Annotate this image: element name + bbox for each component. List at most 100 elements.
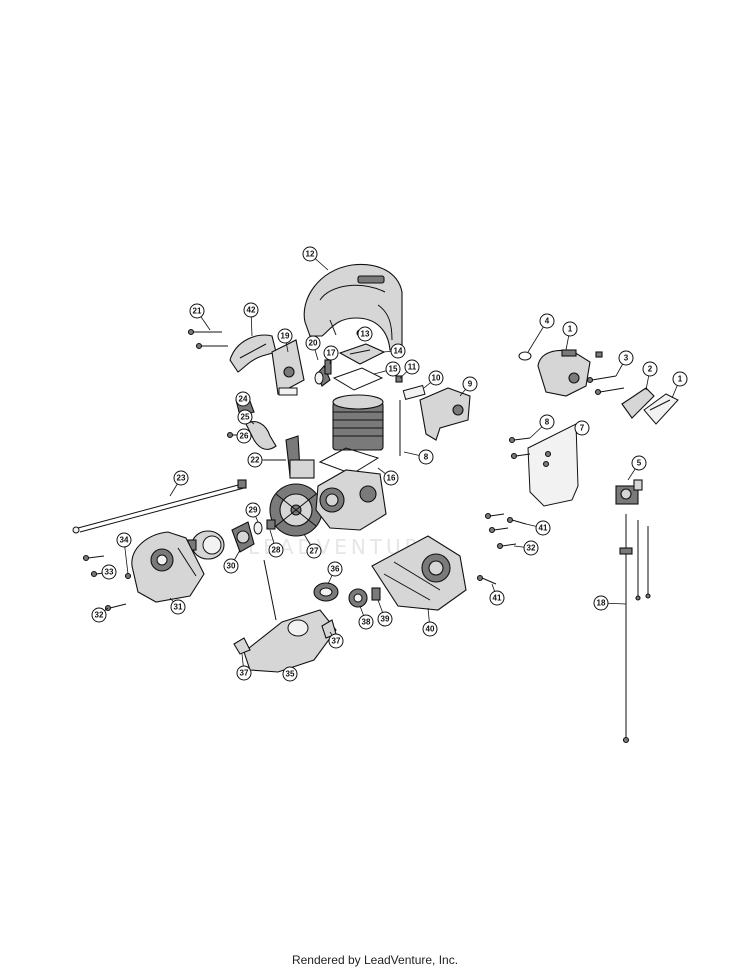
part-carburetor [615, 479, 643, 505]
part-spark-plug [314, 364, 331, 387]
part-screw-34 [124, 572, 132, 580]
part-engine-shroud [303, 263, 403, 351]
callout-circle [243, 302, 259, 318]
callout-label-38: 38 [362, 618, 371, 627]
part-gasket-16 [318, 447, 380, 475]
callout-label-21: 21 [193, 307, 202, 316]
callout-circle [91, 607, 107, 623]
callout-circle [305, 335, 321, 351]
callout-label-25: 25 [241, 413, 250, 422]
callout-circle [377, 611, 393, 627]
part-flywheel [269, 483, 323, 537]
callout-label-1: 1 [678, 375, 683, 384]
part-primer-bulb [348, 588, 368, 608]
callout-circle [562, 321, 578, 337]
callout-circle [462, 376, 478, 392]
callout-label-40: 40 [426, 625, 435, 634]
callout-circle [535, 520, 551, 536]
part-screws-41-upper [506, 516, 527, 525]
callout-label-16: 16 [387, 474, 396, 483]
part-intake-elbow [245, 421, 277, 450]
part-air-filter-base [537, 349, 591, 397]
callout-circle [357, 326, 373, 342]
part-throttle-cable [619, 514, 651, 744]
callout-circle [383, 470, 399, 486]
part-cylinder [332, 394, 384, 451]
part-rear-plate [527, 423, 579, 507]
callout-label-20: 20 [309, 339, 318, 348]
callout-label-28: 28 [272, 546, 281, 555]
callout-label-8: 8 [424, 453, 429, 462]
part-ignition-coil [264, 435, 315, 479]
callout-label-30: 30 [227, 562, 236, 571]
callout-circle [385, 361, 401, 377]
callout-label-37: 37 [332, 637, 341, 646]
callout-circle [235, 391, 251, 407]
callout-label-18: 18 [597, 599, 606, 608]
callout-label-17: 17 [327, 349, 336, 358]
callout-circle [523, 540, 539, 556]
callout-circle [247, 452, 263, 468]
callout-label-42: 42 [247, 306, 256, 315]
part-throttle-bracket [419, 387, 471, 441]
callout-label-36: 36 [331, 565, 340, 574]
callout-circle [672, 371, 688, 387]
callout-circle [404, 359, 420, 375]
callout-circle [245, 502, 261, 518]
part-clutch-housing [131, 531, 205, 603]
part-heat-shield [229, 334, 277, 373]
part-filter-element [621, 387, 655, 419]
callout-label-32: 32 [95, 611, 104, 620]
callout-circle [189, 303, 205, 319]
callout-circle [539, 313, 555, 329]
part-clip-37-left [233, 637, 251, 655]
callout-label-23: 23 [177, 474, 186, 483]
callout-label-2: 2 [648, 365, 653, 374]
callout-label-12: 12 [306, 250, 315, 259]
callout-circle [418, 449, 434, 465]
callout-circle [282, 666, 298, 682]
part-filter-cover [643, 393, 679, 425]
callout-circle [390, 343, 406, 359]
part-valve-cover [338, 343, 386, 365]
callout-label-35: 35 [286, 670, 295, 679]
part-nut-11 [395, 375, 403, 383]
part-flywheel-nut [266, 519, 276, 530]
part-screws-3 [586, 351, 625, 396]
callout-label-29: 29 [249, 506, 258, 515]
callout-label-13: 13 [361, 330, 370, 339]
part-clutch-drum [187, 530, 225, 560]
part-air-filter [313, 582, 339, 602]
callout-label-19: 19 [281, 332, 290, 341]
callout-label-22: 22 [251, 456, 260, 465]
part-grommet [518, 351, 532, 361]
callout-label-11: 11 [408, 363, 417, 372]
part-screws-32-left [104, 603, 127, 612]
callout-circle [631, 455, 647, 471]
part-fuel-tank [243, 559, 337, 673]
callout-label-7: 7 [580, 424, 585, 433]
callout-label-14: 14 [394, 347, 403, 356]
part-wire-harness [72, 479, 247, 534]
callout-circle [642, 361, 658, 377]
part-starter-housing [371, 535, 467, 611]
callout-label-15: 15 [389, 365, 398, 374]
callout-circle [358, 614, 374, 630]
callout-circle [223, 558, 239, 574]
callout-label-41: 41 [539, 524, 548, 533]
callout-label-26: 26 [240, 432, 249, 441]
callout-circle [618, 350, 634, 366]
callout-circle [489, 590, 505, 606]
callout-circle [593, 595, 609, 611]
callout-label-27: 27 [310, 547, 319, 556]
callout-label-1: 1 [568, 325, 573, 334]
part-spacer [371, 587, 381, 601]
callout-label-37: 37 [240, 669, 249, 678]
callout-circle [268, 542, 284, 558]
callout-circle [302, 246, 318, 262]
callout-label-33: 33 [105, 568, 114, 577]
callout-circle [173, 470, 189, 486]
part-guard-plate [271, 339, 305, 396]
part-screws-32-right [484, 512, 517, 550]
